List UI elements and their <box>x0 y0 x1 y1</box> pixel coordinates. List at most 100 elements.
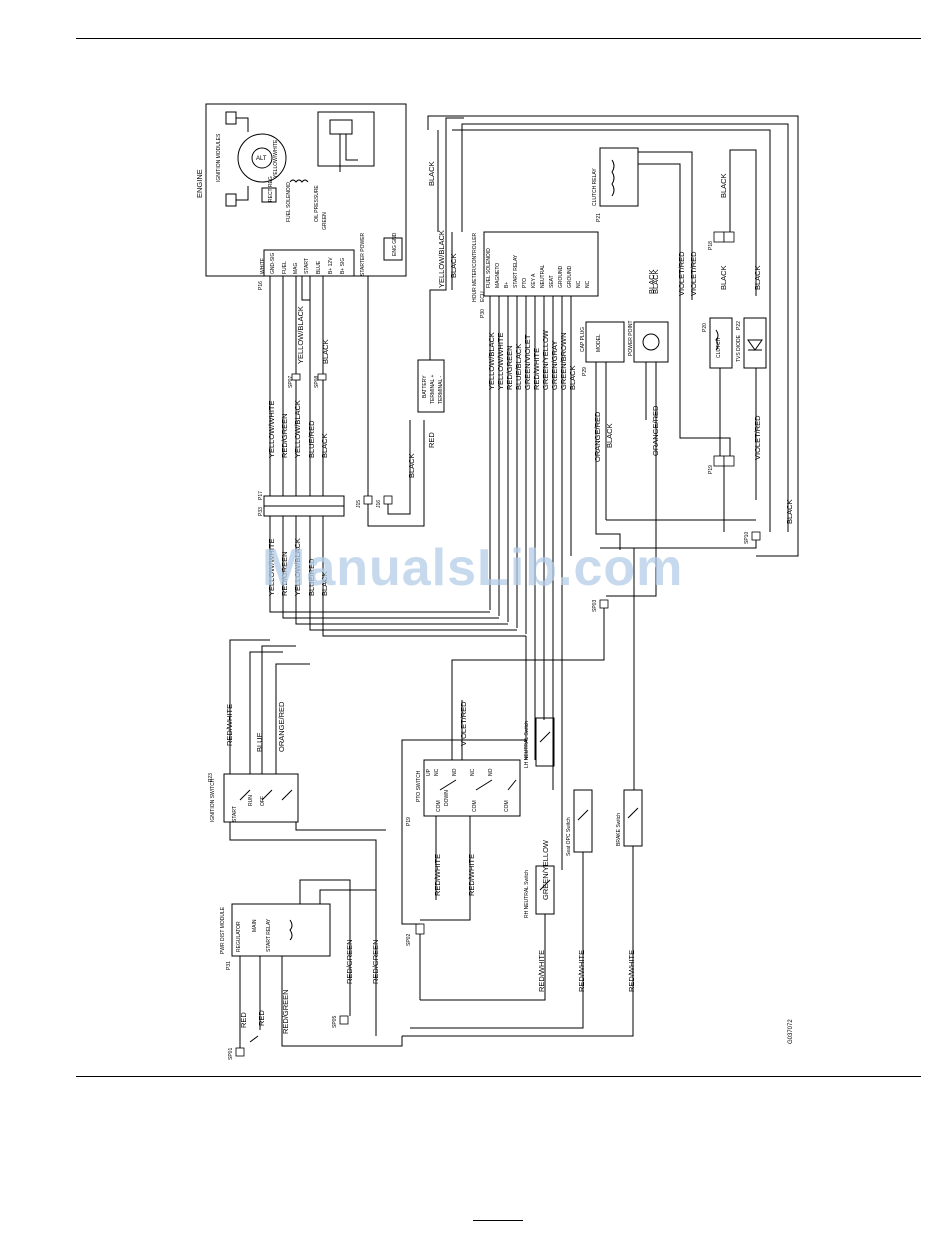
pto-com-label: COM <box>436 800 442 812</box>
splice-sp03 <box>599 599 609 609</box>
diode-icon <box>747 339 763 351</box>
eng-gnd-box <box>383 237 403 261</box>
ignition-lower-wires <box>229 822 386 1036</box>
ecu-pin-label: NEUTRAL <box>540 264 546 288</box>
rectifier-box <box>261 187 277 203</box>
connector-p19 <box>713 455 725 467</box>
alternator-icon <box>251 147 273 169</box>
battery-terminal-pos: TERMINAL + <box>430 375 436 404</box>
ecu-pin-label: GROUND <box>567 265 573 288</box>
engine-group: ENGINE ALT IGNITION MODULES YELLOW/WHITE… <box>195 103 407 290</box>
power-point-box <box>633 321 669 363</box>
ignition-start-label: START <box>232 806 238 822</box>
cap-plug-group: CAP PLUG MODEL P29 ORANGE/RED BLACK POWE… <box>580 269 669 597</box>
wire-label-red-white-pto1: RED/WHITE <box>433 854 442 896</box>
ignition-modules-label: IGNITION MODULES <box>216 133 222 182</box>
wire-label-orange-red-ign: ORANGE/RED <box>277 701 286 752</box>
connector-label-sp02: SP02 <box>406 934 412 946</box>
wire-label-yellow-black-sp07: YELLOW/BLACK <box>296 306 305 364</box>
battery-positive-wire <box>429 117 464 360</box>
yellow-black-branch <box>301 276 310 301</box>
ignition-wires <box>236 117 249 201</box>
ignition-upper-wires <box>229 639 310 774</box>
connector-p11b <box>723 455 735 467</box>
switch-feed-wires <box>525 540 563 870</box>
ecu-pin-label: GROUND <box>558 265 564 288</box>
pwr-dist-group: PWR DIST MODULE REGULATOR MAIN START REL… <box>220 879 403 1060</box>
connector-label-sp01: SP01 <box>228 1048 234 1060</box>
ecu-pin-label: NC <box>585 280 591 288</box>
connector-label-p22: P22 <box>736 321 742 330</box>
ignition-switch-label: IGNITION SWITCH <box>210 778 216 822</box>
pto-lower-wires <box>420 816 471 921</box>
p33-wire-label: YELLOW/BLACK <box>293 538 302 596</box>
battery-terminal-neg: TERMINAL - <box>438 376 444 404</box>
engine-pin-label: MAG <box>293 263 299 275</box>
brake-switch-contact-icon <box>627 807 639 819</box>
rh-switch-wire <box>420 914 546 1001</box>
pto-switch-group: PTO SWITCH UP DOWN NC NC NO NO COM COM C… <box>406 759 550 921</box>
connector-label-sp08: SP08 <box>314 376 320 388</box>
outer-black-loop <box>427 115 799 557</box>
p33-wire-label: YELLOW/WHITE <box>267 538 276 596</box>
connector-label-p30: P30 <box>480 309 486 318</box>
p33-wire-label: BLUE/RED <box>307 558 316 596</box>
ecu-wire-label: BLACK <box>568 365 577 390</box>
engine-pin-label: B+ 12V <box>328 257 334 274</box>
connector-p11a <box>723 231 735 243</box>
splice-sp10 <box>751 531 761 541</box>
wire-label-black-cap: BLACK <box>605 423 614 448</box>
relay-coil-icon <box>611 159 615 197</box>
wire-label-red-white-rh: RED/WHITE <box>537 950 546 992</box>
clutch-label: CLUTCH <box>716 337 722 358</box>
connector-label-p31: P31 <box>226 961 232 970</box>
ecu-group: HOUR METER/CONTROLLER ECU FUEL SOLENOID … <box>427 130 599 646</box>
engine-pin-label: WHITE <box>260 257 266 274</box>
pwr-dist-module-box <box>231 903 331 957</box>
wire-label-violet-red-2: VIOLET/RED <box>689 251 698 296</box>
starter-battery-wires <box>367 276 425 527</box>
ecu-pin-label: PTO <box>522 278 528 288</box>
connector-label-p17: P17 <box>258 491 264 500</box>
pto-no-label-2: NO <box>488 768 494 776</box>
ignition-module-2 <box>225 193 237 207</box>
ignition-contacts-icon <box>239 789 293 801</box>
bundle-crossover <box>269 600 526 637</box>
starter-wires <box>339 134 358 172</box>
battery-group: BATTERY TERMINAL + TERMINAL - <box>417 117 464 413</box>
wire-label-red-battery: RED <box>427 432 436 448</box>
wire-label-red-white-ign: RED/WHITE <box>225 704 234 746</box>
p33-wire-label: BLACK <box>320 571 329 596</box>
connector-label-p19: P19 <box>708 465 714 474</box>
pto-contacts-icon <box>439 779 517 791</box>
power-point-label: POWER POINT <box>628 320 634 356</box>
engine-harness-connector <box>263 249 355 277</box>
engine-pin-label: B+ SIG <box>340 258 346 274</box>
clutch-relay-label: CLUTCH RELAY <box>592 168 598 206</box>
wire-label-green-yellow-pto: GREEN/YELLOW <box>541 839 550 900</box>
sp03-wires <box>451 548 635 790</box>
ecu-pin-label: MAGNETO <box>495 263 501 288</box>
connector-label-p21: P21 <box>596 213 602 222</box>
wire-label-black-right: BLACK <box>785 499 794 524</box>
splice-sp05 <box>339 1015 349 1025</box>
wire-label-red-pwr: RED <box>239 1012 248 1028</box>
regulator-label: REGULATOR <box>236 921 242 952</box>
fuel-solenoid-coil-icon <box>289 179 309 183</box>
wire-label-black-battery: BLACK <box>407 453 416 478</box>
splice-sp01 <box>235 1047 245 1057</box>
clutch-relay-box <box>599 147 639 207</box>
rectifier-label: RECT REG <box>268 176 274 202</box>
ecu-wire-label: RED/GREEN <box>505 345 514 390</box>
connector-label-p18: P18 <box>708 241 714 250</box>
connector-label-j15: J15 <box>356 500 362 508</box>
ignition-module-1 <box>225 111 237 125</box>
connector-p17 <box>263 495 345 507</box>
top-rule <box>76 38 921 39</box>
main-harness: YELLOW/WHITE RED/GREEN YELLOW/BLACK BLUE… <box>258 276 436 600</box>
wire-label-black-top: BLACK <box>427 161 436 186</box>
ecu-top-wires <box>437 130 453 290</box>
ecu-wire-label: BLUE/BLACK <box>514 344 523 390</box>
brake-switch-label: BRAKE Switch <box>616 813 622 846</box>
